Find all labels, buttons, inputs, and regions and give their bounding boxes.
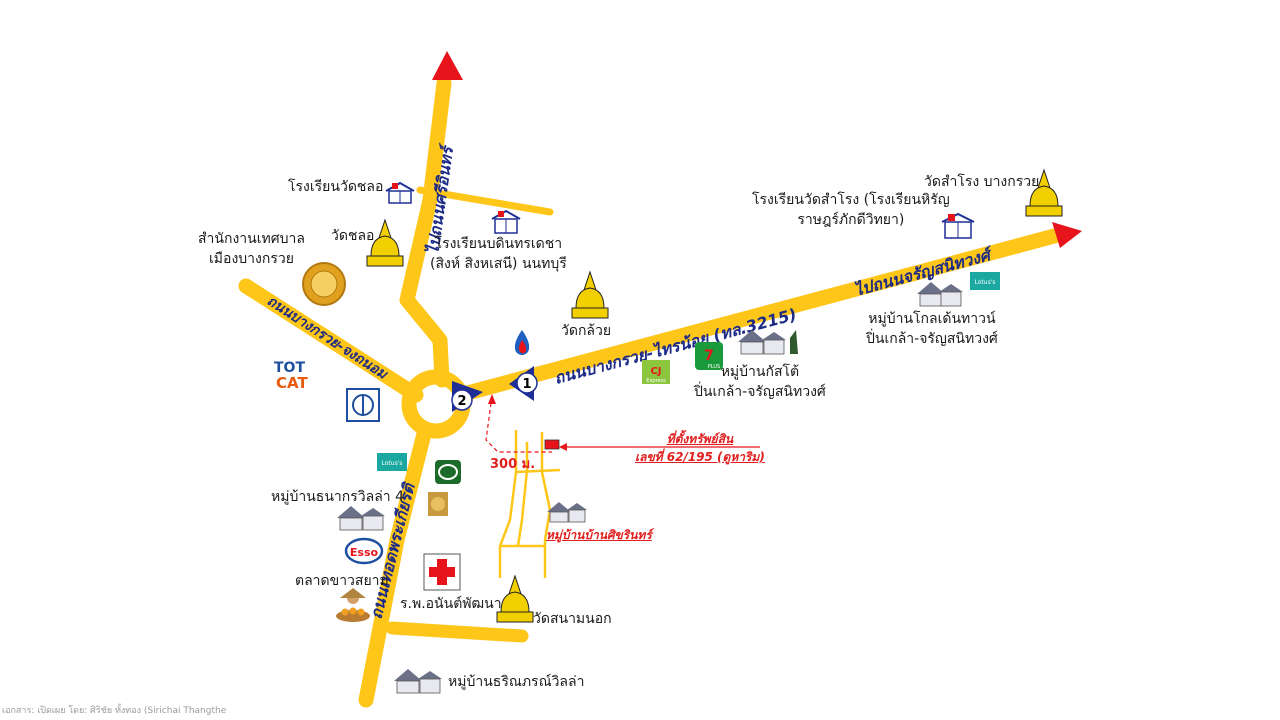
distance-label: 300 ม.	[490, 457, 535, 472]
label-wat-sanam-nok: วัดสนามนอก	[533, 611, 612, 627]
seven-logo-sub: PLUS	[708, 364, 720, 370]
seven-eleven-logo: 7 PLUS	[695, 342, 723, 370]
hospital-icon	[423, 553, 461, 591]
road-chalo-side	[416, 186, 554, 216]
school-icon	[385, 181, 415, 204]
label-wat-chalo: วัดชลอ	[331, 228, 375, 244]
footer-credit: เอกสาร: เปิดเผย โดย: ศิริชัย ทั้งทอง (Si…	[2, 706, 227, 716]
seven-logo-text: 7	[704, 348, 714, 364]
label-school-samrong-line1: โรงเรียนวัดสำโรง (โรงเรียนหิรัญ	[752, 192, 950, 208]
label-casa-line2: ปิ่นเกล้า-จรัญสนิทวงศ์	[694, 384, 826, 400]
arrow-north-icon	[432, 51, 463, 80]
gold-emblem-icon	[428, 492, 448, 516]
tot-cat-logo: TOT CAT	[274, 360, 308, 392]
cj-logo-text: CJ	[650, 366, 661, 377]
soi-lane-mid	[516, 442, 529, 547]
label-wat-samrong: วัดสำโรง บางกรวย	[924, 174, 1040, 190]
road-south	[358, 422, 433, 708]
house-icon	[337, 506, 385, 531]
label-golden-town-line2: ปิ่นเกล้า-จรัญสนิทวงศ์	[866, 331, 998, 347]
label-golden-town-line1: หมู่บ้านโกลเด้นทาวน์	[868, 311, 996, 327]
label-wat-kluai: วัดกล้วย	[561, 323, 612, 339]
road-sanam-nok	[385, 621, 529, 643]
distance-path	[485, 395, 552, 453]
property-pointer-arrow-icon	[559, 443, 567, 451]
cat-logo-text: CAT	[276, 374, 308, 392]
label-school-bodin-line2: (สิงห์ สิงหเสนี) นนทบุรี	[430, 256, 567, 272]
label-school-samrong-line2: ราษฎร์ภักดีวิทยา)	[797, 212, 905, 228]
bank-logo-icon	[435, 460, 461, 484]
label-school-bodin: โรงเรียนบดินทรเดชา (สิงห์ สิงหเสนี) นนทบ…	[430, 234, 567, 274]
municipal-seal-icon	[302, 262, 346, 306]
esso-logo: Esso	[344, 537, 384, 565]
property-label-line2: เลขที่ 62/195 (ดูหาริม)	[635, 450, 765, 464]
distance-arrow-icon	[488, 394, 496, 404]
pagoda-icon	[571, 270, 609, 319]
lotus-logo-text: Lotus's	[975, 279, 996, 286]
label-municipal-line1: สำนักงานเทศบาล	[198, 231, 305, 247]
label-market: ตลาดขาวสยาม	[295, 573, 389, 589]
pagoda-icon	[1025, 168, 1063, 217]
label-school-chalo: โรงเรียนวัดชลอ	[288, 179, 384, 195]
house-icon	[738, 330, 798, 355]
government-office-icon	[346, 388, 380, 422]
label-hospital: ร.พ.อนันต์พัฒนา	[400, 596, 502, 612]
label-municipal: สำนักงานเทศบาล เมืองบางกรวย	[198, 229, 305, 269]
property-label: ที่ตั้งทรัพย์สิน เลขที่ 62/195 (ดูหาริม)	[635, 430, 765, 466]
house-icon	[394, 669, 442, 694]
marker-2: 2	[451, 381, 483, 412]
property-label-line1: ที่ตั้งทรัพย์สิน	[666, 432, 734, 446]
school-icon	[491, 209, 521, 234]
road-network	[238, 75, 1066, 708]
pagoda-icon	[366, 218, 404, 267]
road-east-main	[452, 227, 1066, 403]
label-casa-line1: หมู่บ้านกัสโต้	[720, 364, 800, 380]
house-icon	[547, 502, 587, 523]
label-school-bodin-line1: โรงเรียนบดินทรเดชา	[434, 236, 563, 252]
lotus-store-logo: Lotus's	[377, 453, 407, 471]
property-village-label: หมู่บ้านบ้านศิขรินทร์	[546, 528, 652, 542]
label-thanakorn: หมู่บ้านธนากรวิลล่า 4	[271, 489, 404, 505]
marker-2-label: 2	[457, 394, 466, 409]
lotus-logo-text: Lotus's	[382, 460, 403, 467]
label-tharinporn: หมู่บ้านธริณภรณ์วิลล่า	[448, 674, 585, 690]
market-vendor-icon	[336, 588, 370, 622]
cj-express-logo: CJ Express	[642, 360, 670, 384]
house-icon	[917, 282, 963, 307]
road-north	[399, 75, 452, 388]
marker-1-label: 1	[522, 377, 531, 392]
esso-logo-text: Esso	[350, 546, 379, 559]
lotus-store-logo: Lotus's	[970, 272, 1000, 290]
pagoda-icon	[496, 574, 534, 623]
tot-logo-text: TOT	[274, 360, 305, 376]
cj-logo-sub: Express	[646, 378, 666, 384]
soi-lane-cross2	[515, 468, 561, 474]
ptt-gas-icon	[514, 330, 530, 355]
road-west	[238, 278, 424, 403]
marker-1: 1	[509, 366, 538, 401]
label-golden-town: หมู่บ้านโกลเด้นทาวน์ ปิ่นเกล้า-จรัญสนิทว…	[866, 309, 998, 349]
label-municipal-line2: เมืองบางกรวย	[209, 251, 294, 267]
label-casa: หมู่บ้านกัสโต้ ปิ่นเกล้า-จรัญสนิทวงศ์	[694, 362, 826, 402]
soi-lane-left	[498, 430, 518, 578]
label-school-samrong: โรงเรียนวัดสำโรง (โรงเรียนหิรัญ ราษฎร์ภั…	[752, 190, 950, 230]
school-icon	[941, 212, 975, 239]
arrow-east-icon	[1052, 222, 1082, 248]
soi-lane-right	[540, 432, 552, 578]
property-marker-icon	[544, 439, 560, 450]
